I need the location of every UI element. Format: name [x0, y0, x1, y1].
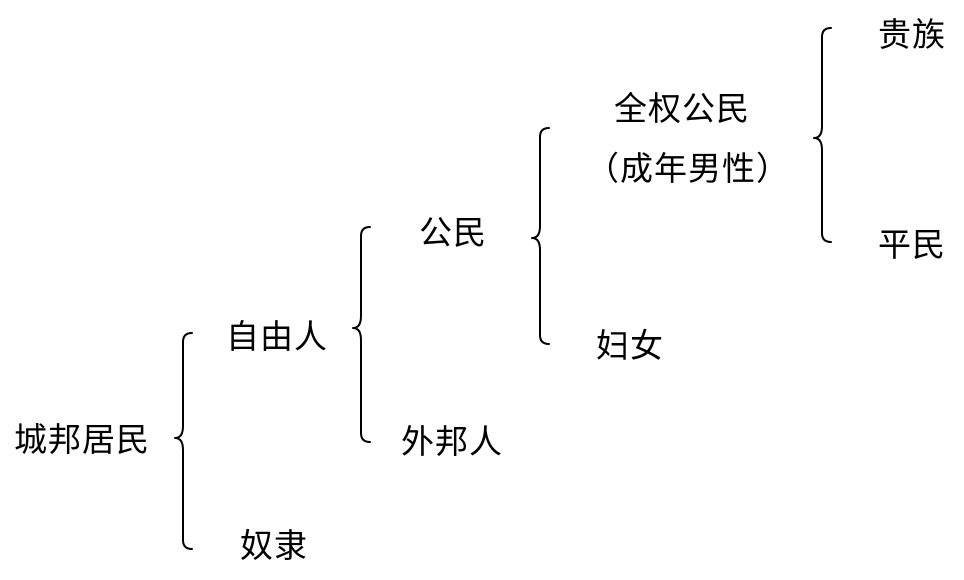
- brace-root: [174, 332, 193, 550]
- node-slaves: 奴隶: [240, 526, 308, 565]
- node-free-people: 自由人: [226, 317, 328, 356]
- node-nobles: 贵族: [878, 15, 946, 54]
- node-city-residents: 城邦居民: [14, 420, 150, 459]
- node-full-citizens: 全权公民: [614, 89, 750, 128]
- node-foreigners: 外邦人: [401, 422, 503, 461]
- brace-free: [352, 226, 371, 443]
- node-women: 妇女: [596, 326, 664, 365]
- node-commoners: 平民: [878, 225, 946, 264]
- node-citizens: 公民: [419, 213, 487, 252]
- node-full-citizens-note: （成年男性）: [586, 149, 790, 188]
- brace-full-citizen: [813, 27, 832, 243]
- brace-citizen: [531, 127, 550, 345]
